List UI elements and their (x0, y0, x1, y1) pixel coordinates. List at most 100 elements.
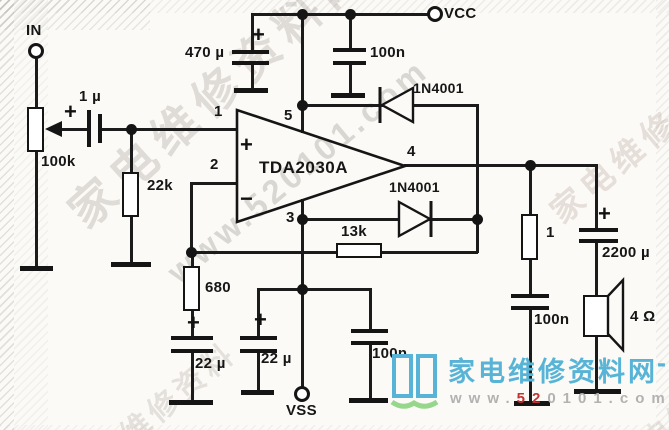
url-www: www. (450, 390, 517, 407)
speaker-horn (606, 276, 625, 354)
vcc-label: VCC (444, 5, 477, 22)
cap-supply-label: 470 µ (185, 44, 225, 61)
cap-22u-a-polarity: + (187, 310, 200, 335)
ic-label: TDA2030A (259, 158, 349, 177)
scan-edge-left (0, 0, 14, 430)
ground-symbol (574, 389, 621, 394)
cap-2200u-plate (579, 239, 618, 243)
cap-100n-out-plate (511, 294, 549, 298)
resistor-680 (183, 266, 200, 311)
vcc-terminal (427, 6, 443, 22)
junction-dot (472, 214, 483, 225)
ground-symbol (514, 401, 550, 406)
in-terminal (28, 43, 44, 59)
junction-dot (297, 214, 308, 225)
junction-dot (297, 284, 308, 295)
cap-vcc-bypass-label: 100n (370, 44, 406, 61)
ground-symbol (241, 390, 274, 395)
wire-vss-bypass (258, 288, 371, 291)
resistor-22k (122, 172, 139, 217)
diode1-label: 1N4001 (413, 80, 464, 96)
cap-1u-plate (98, 114, 102, 143)
ground-symbol (234, 88, 268, 93)
cap-100n-mid-plate (351, 341, 388, 345)
opamp-minus-input: − (240, 186, 253, 211)
vss-terminal (294, 386, 310, 402)
url-rest: 0101.com (547, 390, 669, 407)
wire-pot-to-gnd (35, 151, 38, 269)
url-red-part: 52 (516, 390, 548, 407)
wire-out-to-r1 (529, 164, 532, 216)
cap-22u-a-plate (171, 336, 213, 340)
wire-pin2-drop (190, 182, 193, 253)
wire-22u2-top (257, 288, 260, 337)
speaker-icon (583, 295, 610, 337)
potentiometer-body (27, 107, 44, 152)
resistor-680-label: 680 (205, 279, 231, 296)
cap-22u-a-label: 22 µ (195, 355, 226, 372)
pot-label: 100k (41, 153, 76, 170)
wire-22u-to-gnd (191, 352, 194, 402)
book-icon (390, 354, 439, 409)
resistor-22k-label: 22k (147, 177, 173, 194)
ground-symbol (111, 262, 151, 267)
ground-symbol (20, 266, 53, 271)
wire-pin5 (301, 13, 304, 133)
wire-2200-to-spk (595, 241, 598, 296)
in-label: IN (26, 22, 42, 39)
wire-22u2-gnd (257, 352, 260, 392)
wire-wiper (56, 128, 89, 131)
resistor-1ohm (521, 214, 538, 260)
wire-100n-mid-b (369, 344, 372, 400)
cap-1u-polarity: + (64, 99, 77, 124)
wire-100n-mid-a (369, 288, 372, 330)
wire-out-to-2200 (595, 164, 598, 229)
cap-100n-mid-plate (351, 329, 388, 333)
ground-symbol (349, 398, 388, 403)
site-watermark-brand: 家电维修资料网 (448, 357, 658, 387)
wire-vcc-rail (252, 13, 430, 16)
wire-node-to-22k (130, 128, 133, 174)
junction-dot (525, 160, 536, 171)
cap-2200u-polarity: + (598, 201, 611, 226)
resistor-1ohm-label: 1 (546, 224, 555, 241)
diode1-icon (378, 85, 415, 125)
wire-22k-to-gnd (130, 216, 133, 265)
wire-680-to-22u (191, 310, 194, 337)
cap-22u-b-polarity: + (254, 307, 267, 332)
ground-symbol (169, 400, 213, 405)
site-watermark-url: www.520101.com (450, 390, 669, 407)
potentiometer-wiper-arrow (45, 121, 62, 137)
cap-22u-b-plate (240, 336, 277, 340)
cap-100n-out-label: 100n (534, 311, 570, 328)
scan-edge-top (0, 0, 669, 13)
wire-100n-to-gnd (529, 309, 532, 403)
wire-feedback-row (192, 251, 478, 254)
cap-100n-out-plate (511, 306, 549, 310)
wire-spk-to-gnd (595, 333, 598, 391)
wire-r1-to-100n (529, 258, 532, 295)
pin3-label: 3 (286, 209, 295, 226)
cap-22u-b-label: 22 µ (261, 350, 292, 367)
wire-470-bottom (251, 63, 254, 91)
opamp-plus-input: + (240, 132, 253, 157)
pin2-label: 2 (210, 156, 219, 173)
opamp-triangle (235, 108, 410, 224)
wire-diode2-row (302, 218, 478, 221)
wire-node-to-680 (191, 251, 194, 268)
site-watermark: 家电维修资料网 - www.520101.com (388, 348, 669, 418)
cap-100n-top-plate (333, 61, 366, 65)
cap-22u-a-plate (171, 349, 213, 353)
junction-dot (297, 9, 308, 20)
pin4-label: 4 (407, 143, 416, 160)
cap-470u-plate (232, 50, 269, 54)
wire-diode-column (476, 104, 479, 253)
cap-470u-polarity: + (252, 22, 265, 47)
wire-pin2 (190, 182, 237, 185)
wire-470-top (251, 13, 254, 51)
wire-100n-top-b (349, 62, 352, 96)
cap-input-label: 1 µ (79, 88, 102, 105)
